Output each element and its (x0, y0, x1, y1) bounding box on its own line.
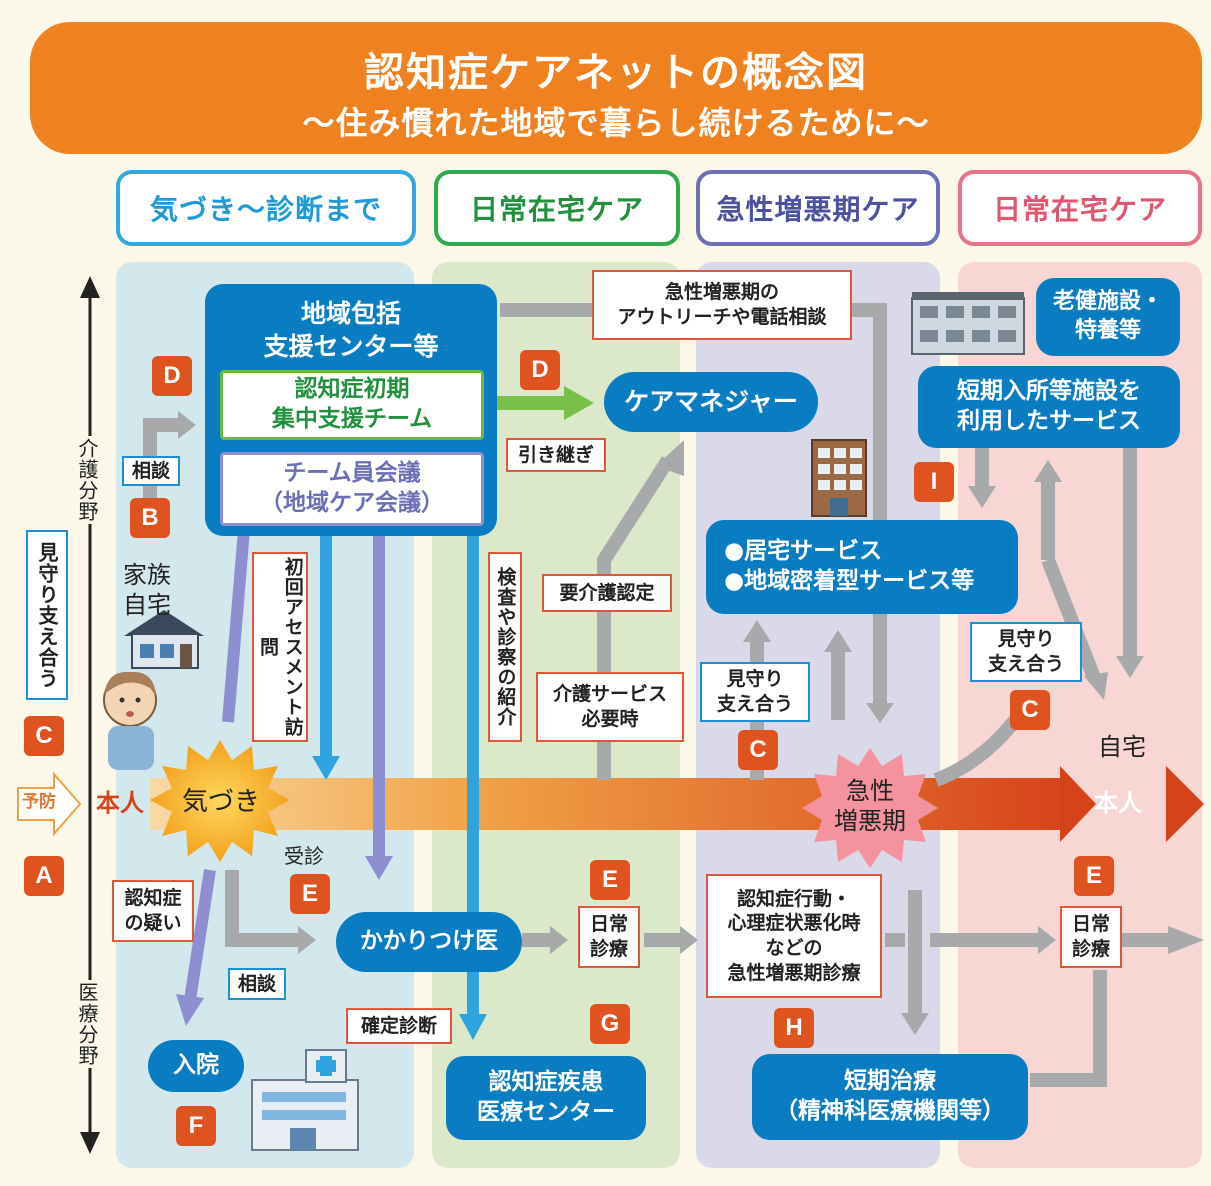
apartment-icon (911, 292, 1025, 355)
tanki-chiryo-box: 短期治療 （精神科医療機関等） (752, 1054, 1028, 1140)
ninchisho-utagai-text: 認知症 の疑い (124, 887, 182, 934)
mimamori-right-text: 見守り 支え合う (987, 628, 1064, 675)
shikkan-center-box: 認知症疾患 医療センター (446, 1056, 646, 1140)
nichijo-shinryo-1-label: 日常 診療 (578, 906, 640, 968)
shikkan-center-label: 認知症疾患 医療センター (477, 1069, 615, 1125)
house-icon (124, 610, 204, 669)
title-banner: 認知症ケアネットの概念図 ～住み慣れた地域で暮らし続けるために～ (30, 22, 1202, 154)
kodo-shinri-text: 認知症行動・ 心理症状悪化時 などの 急性増悪期診療 (727, 887, 861, 984)
hospital-icon (251, 1049, 359, 1151)
hikitsugi-label: 引き継ぎ (506, 438, 606, 472)
nyuin-box: 入院 (148, 1040, 244, 1092)
outreach-label: 急性増悪期の アウトリーチや電話相談 (592, 270, 852, 340)
acute-burst (802, 748, 938, 868)
tanki-chiryo-label: 短期治療 （精神科医療機関等） (775, 1068, 1005, 1124)
gray-arrowheads (178, 411, 1204, 1035)
kizuki-label: 気づき (182, 787, 261, 817)
green-arrow (486, 386, 594, 420)
badge-f: F (176, 1106, 216, 1146)
column-header-daily-care-1: 日常在宅ケア (434, 170, 680, 246)
badge-c-2: C (738, 730, 778, 770)
kyotaku-label: ●居宅サービス ●地域密着型サービス等 (724, 538, 975, 594)
shoki-team-label: 認知症初期 集中支援チーム (271, 376, 433, 432)
badge-e-1: E (290, 874, 330, 914)
nichijo-shinryo-1-text: 日常 診療 (589, 913, 628, 960)
kyusei-label: 急性 増悪期 (826, 776, 914, 836)
column-header-acute-care: 急性増悪期ケア (696, 170, 940, 246)
nichijo-shinryo-2-text: 日常 診療 (1071, 913, 1110, 960)
kaigo-service-text: 介護サービス 必要時 (552, 683, 667, 730)
honnin-left-label: 本人 (96, 789, 144, 817)
badge-c-3: C (1010, 690, 1050, 730)
care-field-label: 介護分野 (74, 436, 99, 524)
badge-e-3: E (1074, 856, 1114, 896)
diagram-subtitle: ～住み慣れた地域で暮らし続けるために～ (302, 104, 930, 142)
shoki-team-box: 認知症初期 集中支援チーム (220, 370, 484, 440)
badge-b: B (130, 498, 170, 538)
kakutei-label: 確定診断 (346, 1008, 452, 1044)
roken-box: 老健施設・ 特養等 (1036, 278, 1180, 356)
mimamori-vertical-label: 見守り支え合う (26, 530, 68, 700)
yokaigo-label: 要介護認定 (542, 574, 672, 612)
care-manager-box: ケアマネジャー (604, 372, 818, 432)
tanki-nyusho-label: 短期入所等施設を 利用したサービス (957, 378, 1141, 434)
kyotaku-box: ●居宅サービス ●地域密着型サービス等 (706, 520, 1018, 614)
kaigo-service-label: 介護サービス 必要時 (536, 672, 684, 742)
jushin-text: 受診 (284, 844, 324, 868)
main-flow-arrow (150, 766, 1204, 842)
soudan-bottom-label: 相談 (228, 968, 286, 1000)
kodo-shinri-label: 認知症行動・ 心理症状悪化時 などの 急性増悪期診療 (706, 874, 882, 998)
column-header-daily-care-2: 日常在宅ケア (958, 170, 1202, 246)
family-home-label: 家族 自宅 (123, 561, 171, 619)
kizuki-burst (150, 740, 290, 862)
column-header-diagnosis: 気づき～診断まで (116, 170, 416, 246)
outreach-text: 急性増悪期の アウトリーチや電話相談 (617, 281, 827, 328)
ninchisho-utagai-label: 認知症 の疑い (112, 880, 194, 942)
prevention-label: 予防 (22, 792, 56, 812)
kakaritsuke-box: かかりつけ医 (336, 912, 522, 972)
person-icon (103, 671, 157, 770)
honnin-right-label: 本人 (1094, 789, 1142, 817)
badge-d-2: D (520, 350, 560, 390)
kensa-label: 検査や診察の紹介 (488, 552, 522, 742)
tanki-nyusho-box: 短期入所等施設を 利用したサービス (918, 366, 1180, 448)
badge-h: H (774, 1008, 814, 1048)
nichijo-shinryo-2-label: 日常 診療 (1060, 906, 1122, 968)
badge-g: G (590, 1004, 630, 1044)
shokai-assessment-label: 初回アセスメント訪問 (252, 552, 308, 742)
badge-a: A (24, 856, 64, 896)
badge-i: I (914, 462, 954, 502)
medical-field-label: 医療分野 (74, 980, 99, 1068)
badge-c-1: C (24, 716, 64, 756)
roken-label: 老健施設・ 特養等 (1052, 289, 1163, 343)
mimamori-mid-text: 見守り 支え合う (716, 668, 793, 715)
diagram-title: 認知症ケアネットの概念図 (364, 50, 868, 96)
team-meeting-box: チーム員会議 （地域ケア会議） (220, 452, 484, 526)
team-meeting-label: チーム員会議 （地域ケア会議） (260, 460, 444, 516)
mimamori-right-label: 見守り 支え合う (970, 622, 1082, 682)
kyusei-text: 急性 増悪期 (834, 777, 906, 835)
prevention-arrow (17, 771, 82, 837)
building-icon (811, 439, 867, 517)
family-home-text: 家族 自宅 (112, 560, 182, 620)
blue-arrows (312, 530, 487, 1040)
jitaku-text: 自宅 (1098, 733, 1146, 761)
chiiki-houkatsu-label: 地域包括 支援センター等 (263, 299, 439, 361)
badge-d-1: D (152, 356, 192, 396)
purple-arrows (176, 529, 393, 1026)
soudan-top-label: 相談 (122, 456, 180, 486)
mimamori-mid-label: 見守り 支え合う (700, 662, 810, 722)
badge-e-2: E (590, 860, 630, 900)
